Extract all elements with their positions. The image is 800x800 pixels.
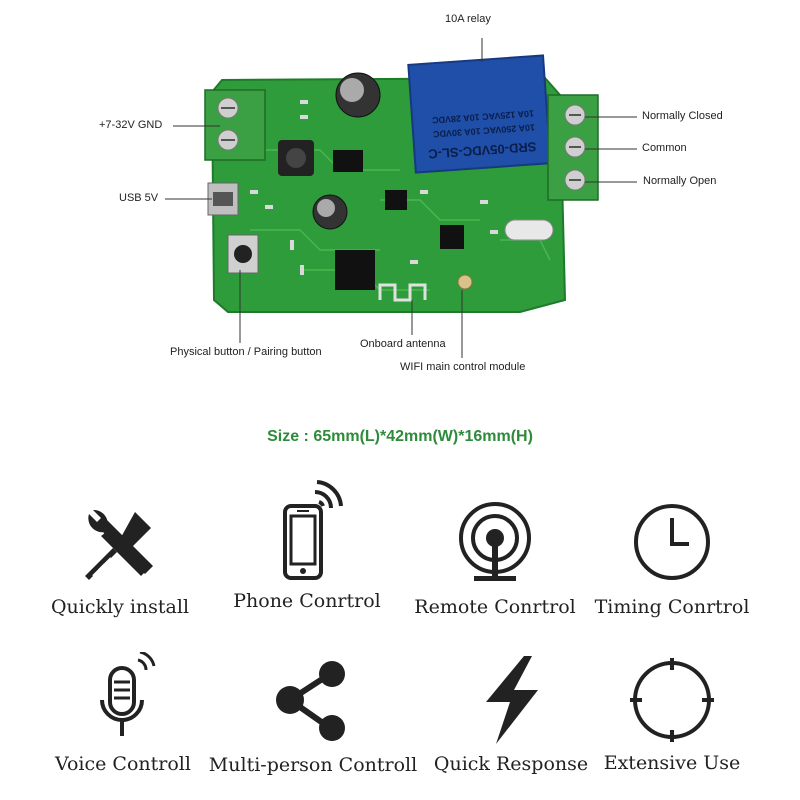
- callout-normally-open: Normally Open: [643, 175, 717, 187]
- crosshair-icon: [630, 658, 714, 742]
- feature-timing-control: Timing Conrtrol: [577, 500, 767, 618]
- feature-remote-control: Remote Conrtrol: [400, 500, 590, 618]
- callout-common: Common: [642, 142, 687, 154]
- feature-voice-control: Voice Controll: [28, 652, 218, 775]
- phone-icon: [283, 480, 343, 580]
- callout-wifi-module: WIFI main control module: [400, 361, 526, 373]
- power-terminal: [204, 89, 266, 161]
- callout-power: +7-32V GND: [99, 119, 163, 131]
- callout-relay: 10A relay: [445, 13, 491, 25]
- size-spec: Size : 65mm(L)*42mm(W)*16mm(H): [267, 428, 533, 445]
- feature-quickly-install: Quickly install: [25, 500, 215, 618]
- pcb-photo: SRD-05VDC-SL-C 10A 250VAC 10A 30VDC 10A …: [165, 38, 637, 358]
- feature-label: Voice Controll: [55, 753, 191, 775]
- feature-label: Quick Response: [433, 753, 589, 775]
- feature-label: Extensive Use: [603, 752, 741, 774]
- feature-label: Timing Conrtrol: [594, 596, 750, 618]
- callout-normally-closed: Normally Closed: [642, 110, 723, 122]
- tools-icon: [85, 509, 153, 580]
- feature-label: Quickly install: [50, 596, 190, 618]
- lightning-icon: [486, 656, 538, 744]
- feature-quick-response: Quick Response: [416, 652, 606, 775]
- remote-signal-icon: [459, 502, 531, 581]
- microphone-icon: [100, 652, 156, 736]
- clock-icon: [634, 504, 710, 580]
- callout-button: Physical button / Pairing button: [170, 346, 322, 358]
- feature-label: Multi-person Controll: [208, 754, 418, 776]
- feature-extensive-use: Extensive Use: [577, 656, 767, 774]
- feature-label: Remote Conrtrol: [414, 596, 576, 618]
- feature-phone-control: Phone Conrtrol: [212, 480, 402, 612]
- relay-component: SRD-05VDC-SL-C 10A 250VAC 10A 30VDC 10A …: [407, 54, 552, 174]
- onboard-antenna-trace: [378, 283, 427, 302]
- share-icon: [276, 661, 345, 741]
- callout-usb: USB 5V: [119, 192, 159, 204]
- output-terminal: [547, 94, 599, 201]
- feature-label: Phone Conrtrol: [233, 590, 381, 612]
- feature-multi-person-control: Multi-person Controll: [209, 660, 417, 776]
- callout-antenna: Onboard antenna: [360, 338, 446, 350]
